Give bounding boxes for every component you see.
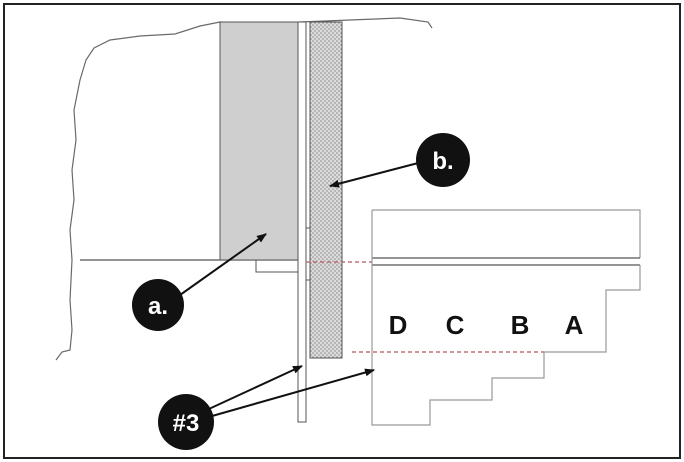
callout-b: b.: [416, 133, 470, 187]
stepped-structure: [371, 209, 641, 426]
step-label-a: A: [565, 310, 584, 340]
diagram-frame: [3, 3, 681, 459]
callout-3: #3: [158, 394, 214, 450]
callout-a-label: a.: [148, 293, 168, 320]
step-label-b: B: [511, 310, 530, 340]
arrow-n3-post: [197, 365, 303, 415]
callout-a: a.: [132, 279, 184, 331]
callout-3-label: #3: [173, 410, 200, 437]
dotted-layer: [309, 21, 343, 359]
gray-block: [219, 21, 299, 261]
arrow-n3-step: [197, 368, 375, 421]
step-label-d: D: [389, 310, 408, 340]
gray-block-ledge: [255, 260, 300, 273]
arrow-b: [329, 161, 423, 188]
arrow-a: [179, 233, 267, 296]
callout-b-label: b.: [432, 148, 453, 175]
vertical-post: [297, 21, 307, 423]
step-label-c: C: [446, 310, 465, 340]
